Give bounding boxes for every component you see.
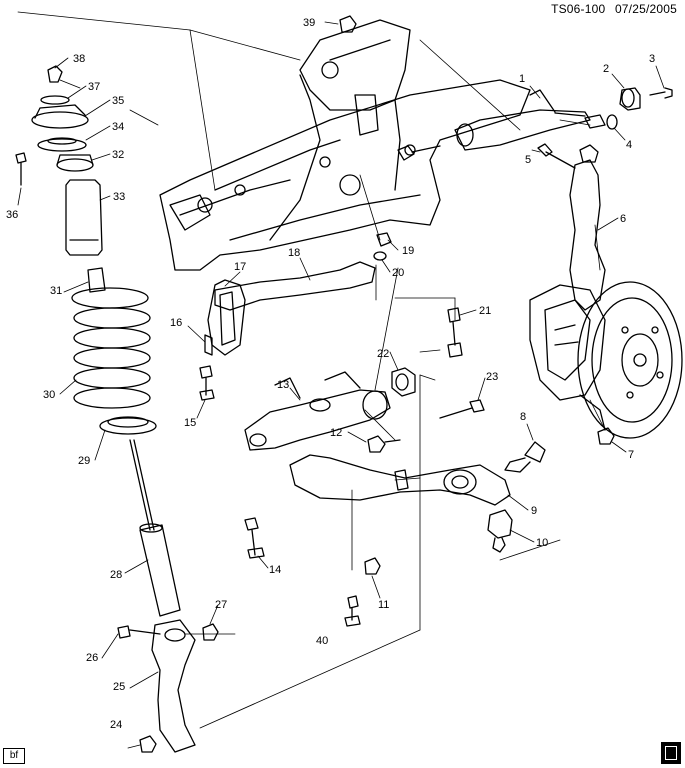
bolt-14 — [244, 517, 265, 559]
callout-27: 27 — [215, 599, 227, 611]
callout-35: 35 — [112, 95, 124, 107]
lower-control-arm — [289, 454, 511, 506]
callout-20: 20 — [392, 267, 404, 279]
stabilizer-link — [447, 307, 463, 358]
callout-33: 33 — [113, 191, 125, 203]
callout-16: 16 — [170, 317, 182, 329]
nut-24 — [139, 735, 157, 753]
nut-27 — [202, 623, 219, 641]
callout-10: 10 — [536, 537, 548, 549]
bolt-40 — [344, 595, 361, 627]
diagram-code: TS06-100 — [551, 2, 606, 16]
callout-39: 39 — [303, 17, 315, 29]
callout-32: 32 — [112, 149, 124, 161]
callout-14: 14 — [269, 564, 281, 576]
leader-lines — [17, 21, 665, 749]
callout-29: 29 — [78, 455, 90, 467]
bolt-5 — [537, 143, 576, 169]
shock-upper-mount — [31, 65, 94, 172]
callout-30: 30 — [43, 389, 55, 401]
bolt-15 — [199, 365, 215, 401]
callout-26: 26 — [86, 652, 98, 664]
callout-13: 13 — [277, 379, 289, 391]
nut-7 — [597, 427, 615, 445]
ball-joint — [487, 509, 513, 553]
lower-arm-frame-section — [244, 371, 391, 451]
callout-2: 2 — [603, 63, 609, 75]
gm-logo-icon — [661, 742, 681, 764]
callout-22: 22 — [377, 348, 389, 360]
callout-40: 40 — [316, 635, 328, 647]
callout-6: 6 — [620, 213, 626, 225]
callout-3: 3 — [649, 53, 655, 65]
callout-12: 12 — [330, 427, 342, 439]
callout-37: 37 — [88, 81, 100, 93]
brake-rotor-caliper — [529, 281, 683, 439]
diagram-header: TS06-100 07/25/2005 — [545, 2, 677, 16]
callout-15: 15 — [184, 417, 196, 429]
shock-dust-boot — [65, 179, 103, 256]
upper-control-arm — [454, 89, 591, 151]
bolt-36 — [15, 152, 27, 186]
callout-11: 11 — [378, 599, 389, 611]
bolt-23 — [439, 399, 485, 419]
callout-18: 18 — [288, 247, 300, 259]
bolt-26 — [117, 625, 161, 639]
shock-lower-mount — [151, 619, 196, 753]
callout-23: 23 — [486, 371, 498, 383]
bushing-22 — [391, 367, 416, 397]
frame-nut — [397, 145, 441, 161]
callout-4: 4 — [626, 139, 632, 151]
nut-12 — [367, 435, 401, 453]
stud-8 — [504, 441, 546, 473]
callout-34: 34 — [112, 121, 124, 133]
spring-insulator — [99, 416, 157, 435]
callout-25: 25 — [113, 681, 125, 693]
nut-11 — [364, 557, 381, 575]
shock-absorber — [129, 439, 181, 617]
stabilizer-bracket — [204, 279, 246, 356]
callout-8: 8 — [520, 411, 526, 423]
callout-17: 17 — [234, 261, 246, 273]
callout-9: 9 — [531, 505, 537, 517]
callout-19: 19 — [402, 245, 414, 257]
coil-spring — [71, 287, 151, 409]
steering-knuckle — [569, 144, 606, 311]
corner-tag: bf — [3, 748, 25, 764]
nut-19-20 — [373, 232, 392, 261]
callout-7: 7 — [628, 449, 634, 461]
callout-24: 24 — [110, 719, 122, 731]
callout-28: 28 — [110, 569, 122, 581]
callout-21: 21 — [479, 305, 491, 317]
upper-arm-bushing — [584, 87, 673, 130]
jounce-bumper — [87, 267, 106, 293]
frame-crossmember — [159, 19, 531, 271]
callout-38: 38 — [73, 53, 85, 65]
callout-31: 31 — [50, 285, 62, 297]
alignment-lines — [17, 11, 606, 729]
callout-1: 1 — [519, 73, 525, 85]
callout-36: 36 — [6, 209, 18, 221]
callout-5: 5 — [525, 154, 531, 166]
stabilizer-shaft — [214, 261, 376, 311]
callout-labels: 39 1 2 3 4 5 6 7 8 9 10 11 12 13 14 15 1… — [6, 17, 655, 731]
nut-39 — [339, 15, 357, 33]
diagram-date: 07/25/2005 — [614, 2, 677, 16]
